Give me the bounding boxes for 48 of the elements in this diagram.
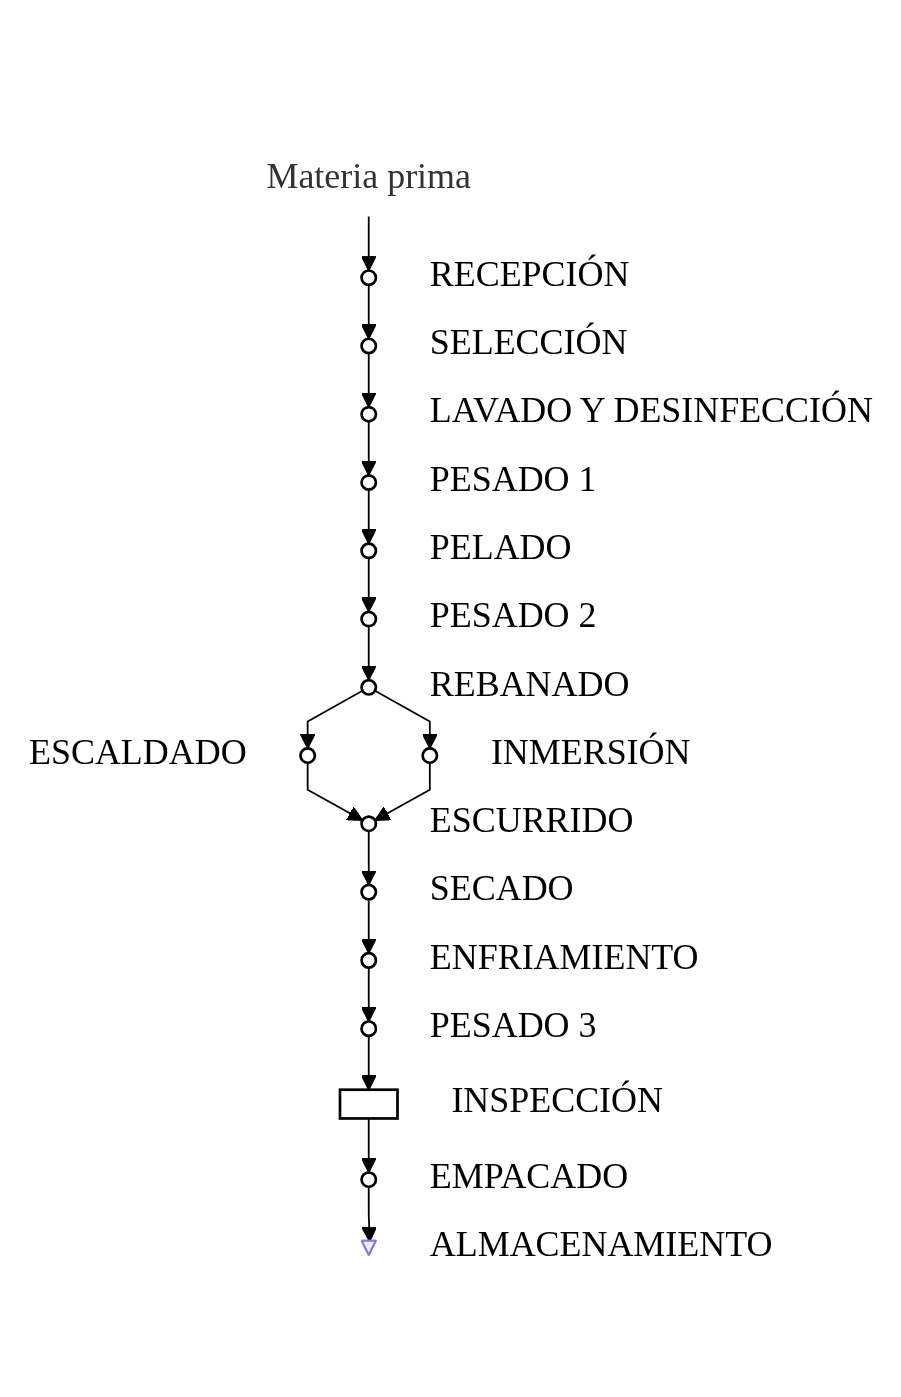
operation-circle xyxy=(420,746,438,764)
step-label: SECADO xyxy=(429,868,574,909)
operation-circle xyxy=(359,678,377,696)
step-label: REBANADO xyxy=(429,663,629,704)
operation-circle xyxy=(298,746,316,764)
step-label: INSPECCIÓN xyxy=(450,1080,663,1121)
operation-circle xyxy=(359,542,377,560)
storage-triangle xyxy=(360,1239,377,1256)
inspection-box xyxy=(338,1088,399,1120)
operation-circle xyxy=(359,269,377,287)
step-label: ESCURRIDO xyxy=(429,799,633,840)
step-label: PESADO 2 xyxy=(429,595,596,636)
operation-circle xyxy=(359,815,377,833)
operation-circle xyxy=(359,951,377,969)
arrow xyxy=(360,283,377,340)
step-label: INMERSIÓN xyxy=(490,731,690,772)
arrow xyxy=(360,625,377,681)
step-label: EMPACADO xyxy=(429,1155,628,1196)
step-label: ENFRIAMIENTO xyxy=(429,936,699,977)
step-label: SELECCIÓN xyxy=(429,322,627,363)
arrow xyxy=(360,420,377,476)
arrow xyxy=(360,966,377,1023)
operation-circle xyxy=(359,1020,377,1038)
operation-circle xyxy=(359,405,377,423)
arrow xyxy=(360,215,377,272)
operation-circle xyxy=(359,473,377,491)
operation-circle xyxy=(359,883,377,901)
arrow xyxy=(360,830,377,886)
step-label: PESADO 1 xyxy=(429,458,596,499)
step-label: PESADO 3 xyxy=(429,1004,596,1045)
operation-circle xyxy=(359,1170,377,1188)
arrow xyxy=(360,898,377,954)
step-label: ESCALDADO xyxy=(28,731,247,772)
operation-circle xyxy=(359,610,377,628)
step-label: ALMACENAMIENTO xyxy=(429,1223,772,1264)
arrow xyxy=(360,352,377,408)
arrow xyxy=(373,761,431,821)
arrow xyxy=(299,689,363,749)
step-label: PELADO xyxy=(429,526,571,567)
arrow xyxy=(373,689,438,749)
step-label: RECEPCIÓN xyxy=(429,253,629,294)
arrow xyxy=(360,1185,377,1243)
arrow xyxy=(360,556,377,613)
step-label: LAVADO Y DESINFECCIÓN xyxy=(429,390,873,431)
arrow xyxy=(306,761,363,821)
arrow xyxy=(360,488,377,545)
flow-label: Materia prima xyxy=(266,155,471,195)
operation-circle xyxy=(359,337,377,355)
